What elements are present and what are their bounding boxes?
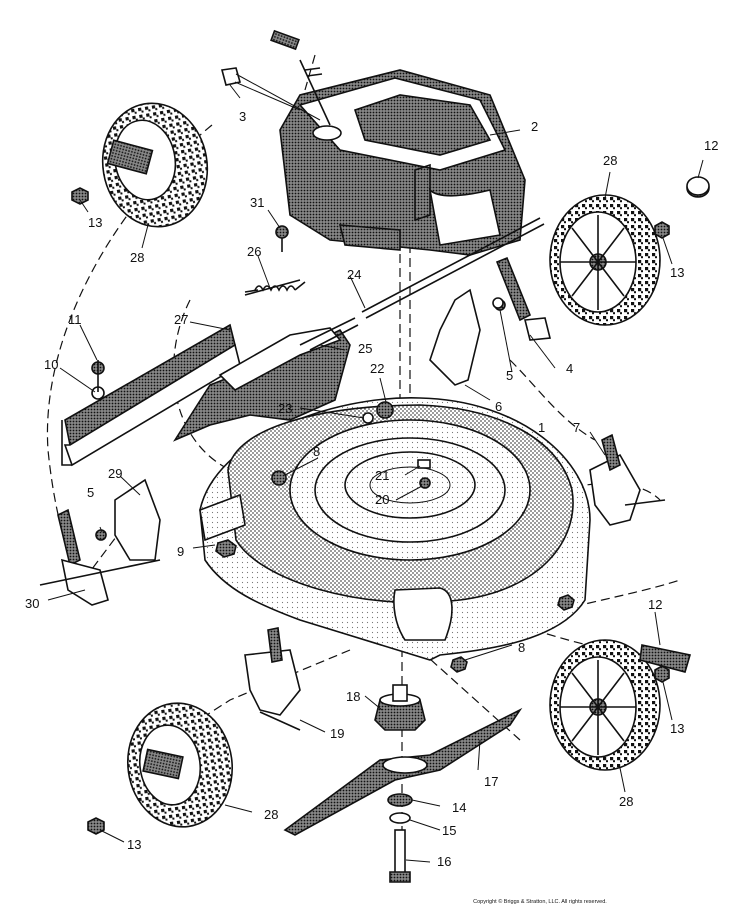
callout-12-top: 12	[704, 138, 718, 153]
blade-assembly	[283, 684, 523, 883]
callout-16: 16	[437, 854, 451, 869]
height-adjuster-rear-left	[39, 478, 161, 606]
rod-24	[361, 217, 545, 319]
callout-28-front-right: 28	[619, 794, 633, 809]
callout-23: 23	[278, 401, 292, 416]
callout-6: 6	[495, 399, 502, 414]
wheel-rear-left	[101, 102, 209, 228]
callout-19: 19	[330, 726, 344, 741]
callout-28-rear-left: 28	[130, 250, 144, 265]
callout-15: 15	[442, 823, 456, 838]
height-adjuster-front-left	[244, 627, 301, 731]
callout-8-top: 8	[313, 444, 320, 459]
engine	[270, 29, 526, 256]
callout-25: 25	[358, 341, 372, 356]
callout-8-bottom: 8	[518, 640, 525, 655]
callout-3: 3	[239, 109, 246, 124]
wheel-front-left	[126, 702, 234, 828]
callout-24: 24	[347, 267, 361, 282]
height-adjuster-rear-right	[429, 256, 552, 386]
callout-13-front-right: 13	[670, 721, 684, 736]
clip-part-3	[220, 67, 321, 121]
mower-deck	[199, 397, 591, 661]
callout-14: 14	[452, 800, 466, 815]
callout-7: 7	[573, 420, 580, 435]
callout-13-rear-right: 13	[670, 265, 684, 280]
callout-9: 9	[177, 544, 184, 559]
callout-27: 27	[174, 312, 188, 327]
callout-28-front-left: 28	[264, 807, 278, 822]
wheel-front-right	[549, 639, 661, 771]
hub-caps	[639, 176, 710, 673]
callout-26: 26	[247, 244, 261, 259]
rear-deflector	[61, 323, 241, 467]
callout-28-rear-right: 28	[603, 153, 617, 168]
callout-22: 22	[370, 361, 384, 376]
callout-18: 18	[346, 689, 360, 704]
callout-10: 10	[44, 357, 58, 372]
callout-5-left: 5	[87, 485, 94, 500]
callout-13-front-left: 13	[127, 837, 141, 852]
copyright-notice: Copyright © Briggs & Stratton, LLC. All …	[473, 898, 607, 905]
callout-29: 29	[108, 466, 122, 481]
callout-5-right: 5	[506, 368, 513, 383]
callout-13-rear-left: 13	[88, 215, 102, 230]
spring-26	[244, 281, 306, 293]
callout-labels: 1 2 3 4 5 5 6 7 8 8 9 10 11 12 12 13 13 …	[25, 109, 718, 869]
small-hardware	[91, 225, 575, 673]
callout-11: 11	[68, 312, 82, 327]
callout-2: 2	[531, 119, 538, 134]
height-adjuster-front-right	[589, 433, 666, 526]
wheel-rear-right	[549, 194, 661, 326]
callout-12-bottom: 12	[648, 597, 662, 612]
callout-30: 30	[25, 596, 39, 611]
leader-lines	[47, 84, 704, 863]
callout-31: 31	[250, 195, 264, 210]
callout-1: 1	[538, 420, 545, 435]
callout-4: 4	[566, 361, 573, 376]
callout-20: 20	[375, 492, 389, 507]
callout-17: 17	[484, 774, 498, 789]
callout-21: 21	[375, 468, 389, 483]
